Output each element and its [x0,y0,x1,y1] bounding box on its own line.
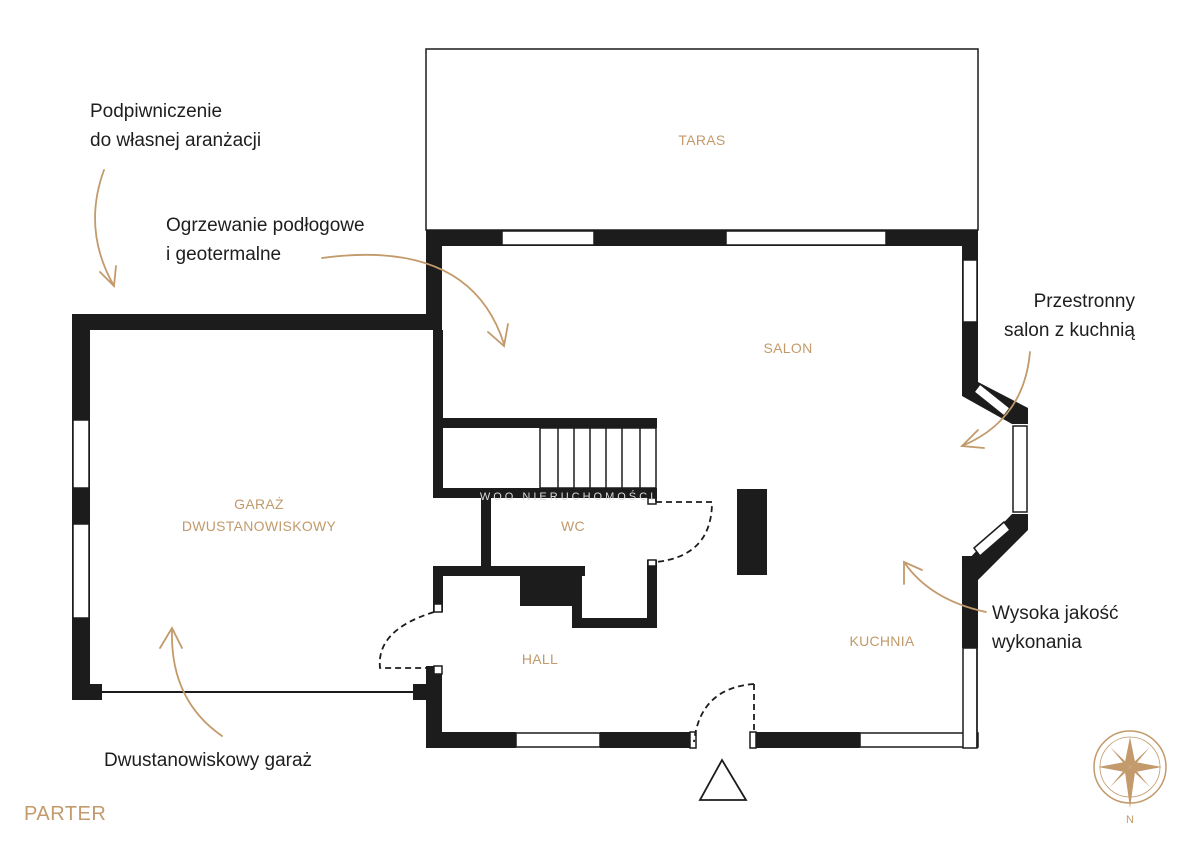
door-swings [378,498,755,743]
annotation-heating: Ogrzewanie podłogowe i geotermalne [166,211,365,269]
room-label-garaz-line2: DWUSTANOWISKOWY [182,518,337,534]
arrow-garage-icon [171,629,223,737]
compass-north-label: N [1126,814,1134,826]
compass-icon [1093,730,1167,808]
windows [72,230,1028,749]
staircase [539,427,657,489]
annotation-salon: Przestronny salon z kuchnią [1004,287,1135,345]
annotation-heating-line2: i geotermalne [166,244,282,265]
floor-label: PARTER [24,803,107,825]
annotation-basement: Podpiwniczenie do własnej aranżacji [90,97,261,155]
annotation-basement-line1: Podpiwniczenie [90,101,223,122]
room-label-wc: WC [561,518,585,534]
room-label-kuchnia: KUCHNIA [849,633,914,649]
room-label-hall: HALL [522,651,558,667]
arrow-heating-icon [321,254,505,345]
arrow-salon-icon [961,351,1031,447]
walls [72,230,1028,748]
door-jambs [433,497,757,749]
annotation-arrows [94,169,1031,737]
annotation-basement-line2: do własnej aranżacji [90,130,262,151]
annotation-garage-line1: Dwustanowiskowy garaż [104,750,313,771]
annotation-salon-line1: Przestronny [1033,291,1135,312]
watermark: WOO NIERUCHOMOŚCI [480,490,656,503]
room-label-taras: TARAS [678,132,725,148]
annotation-quality-line1: Wysoka jakość [992,603,1119,624]
arrow-quality-icon [903,561,987,613]
annotation-heating-line1: Ogrzewanie podłogowe [166,215,365,236]
room-label-salon: SALON [764,340,813,356]
arrow-basement-icon [94,169,115,287]
entrance-arrow-icon [698,758,748,801]
annotation-quality: Wysoka jakość wykonania [992,599,1119,657]
annotation-garage: Dwustanowiskowy garaż [104,746,312,775]
annotation-quality-line2: wykonania [992,632,1082,653]
annotation-salon-line2: salon z kuchnią [1004,320,1135,341]
room-label-garaz-line1: GARAŻ [234,495,284,512]
